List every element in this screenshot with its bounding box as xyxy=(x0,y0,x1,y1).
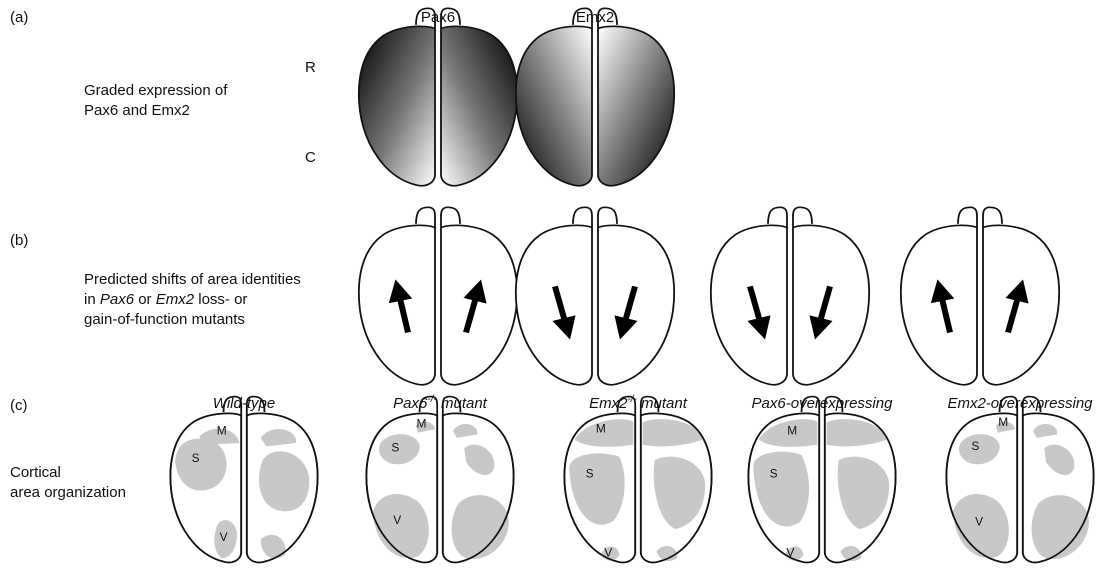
axis-rostral-label: R xyxy=(305,59,316,76)
emx2-mutant-title: Emx2-/- mutant xyxy=(589,394,688,412)
area-label-somatosensory: S xyxy=(971,439,979,453)
panel-b-description-line2: in Pax6 or Emx2 loss- or xyxy=(84,291,247,308)
arrow-brain-2 xyxy=(516,207,674,384)
cortical-area-patch xyxy=(643,419,703,446)
pax6-overexpressing-title: Pax6-overexpressing xyxy=(752,395,894,412)
pax6-gradient-brain xyxy=(359,8,517,185)
panel-a-letter: (a) xyxy=(10,9,28,26)
emx2-overexpressing-title: Emx2-overexpressing xyxy=(947,395,1093,412)
arrow-brain-4 xyxy=(901,207,1059,384)
area-brain-4: M S V xyxy=(748,397,895,563)
area-label-somatosensory: S xyxy=(192,451,200,465)
panel-c-description-line2: area organization xyxy=(10,484,126,501)
area-label-motor: M xyxy=(998,415,1008,429)
panel-b-letter: (b) xyxy=(10,232,28,249)
cortical-area-patch xyxy=(452,495,509,559)
area-brain-5: M S V xyxy=(946,397,1093,563)
panel-a-description-line2: Pax6 and Emx2 xyxy=(84,102,190,119)
emx2-title: Emx2 xyxy=(576,9,614,26)
area-label-somatosensory: S xyxy=(586,466,594,480)
panel-b-description-line1: Predicted shifts of area identities xyxy=(84,271,301,288)
area-label-motor: M xyxy=(596,422,606,436)
area-label-motor: M xyxy=(217,423,227,437)
arrow-brains xyxy=(359,207,1059,384)
area-label-motor: M xyxy=(787,423,797,437)
pax6-title: Pax6 xyxy=(421,9,455,26)
area-label-visual: V xyxy=(786,546,794,560)
area-label-motor: M xyxy=(416,417,426,431)
panel-a-description-line1: Graded expression of xyxy=(84,82,228,99)
area-brain-1: M S V xyxy=(170,397,317,563)
cortical-area-patch xyxy=(827,419,887,446)
arrow-brain-3 xyxy=(711,207,869,384)
panel-b-description-line3: gain-of-function mutants xyxy=(84,311,245,328)
axis-caudal-label: C xyxy=(305,149,316,166)
arrow-brain-1 xyxy=(359,207,517,384)
area-label-visual: V xyxy=(220,530,228,544)
area-label-visual: V xyxy=(975,515,983,529)
pax6-mutant-title: Pax6-/- mutant xyxy=(393,394,488,412)
area-brains: M S V M S V M S V M S V M S V xyxy=(170,397,1093,563)
area-label-somatosensory: S xyxy=(770,466,778,480)
area-label-somatosensory: S xyxy=(391,441,399,455)
area-label-visual: V xyxy=(393,513,401,527)
wildtype-title: Wild-type xyxy=(213,395,275,412)
panel-c-letter: (c) xyxy=(10,397,28,414)
emx2-gradient-brain xyxy=(516,8,674,185)
panel-c-description-line1: Cortical xyxy=(10,464,61,481)
area-label-visual: V xyxy=(604,546,612,560)
area-brain-2: M S V xyxy=(366,397,513,563)
cortical-area-patch xyxy=(1032,495,1089,559)
area-brain-3: M S V xyxy=(564,397,711,563)
